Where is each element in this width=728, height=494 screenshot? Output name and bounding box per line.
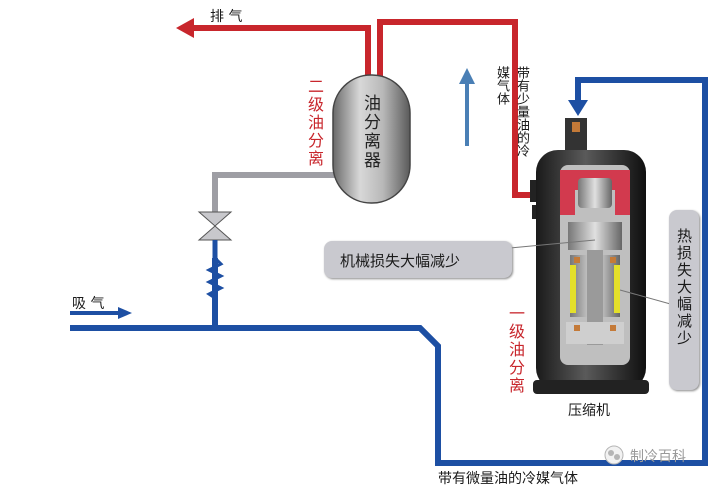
mechanical-loss-callout: 机械损失大幅减少 [324, 241, 512, 278]
watermark-text: 制冷百科 [630, 449, 686, 465]
capillary-coil [205, 256, 225, 300]
oil-return-line [212, 172, 353, 215]
callout-pointers [509, 239, 675, 306]
suction-return-arrow [568, 100, 588, 116]
gas-with-little-oil-label: 带有少量油的冷媒气体 [494, 66, 529, 157]
suction-label: 吸 气 [72, 296, 105, 312]
oil-separator-vessel [332, 74, 411, 204]
compressor-label: 压缩机 [568, 403, 610, 419]
oil-separator-label: 油分离器 [360, 94, 380, 170]
suction-line [70, 77, 708, 466]
oil-return-valve [197, 211, 233, 258]
primary-oil-separation-label: 一级油分离 [506, 305, 525, 395]
heat-loss-label: 热损失大幅减少 [675, 228, 693, 347]
flow-up-arrow [459, 68, 475, 146]
exhaust-label: 排 气 [210, 9, 243, 25]
suction-inlet-arrow [70, 307, 132, 319]
gas-with-trace-oil-label: 带有微量油的冷媒气体 [438, 471, 578, 487]
heat-loss-callout: 热损失大幅减少 [669, 210, 699, 390]
discharge-line [190, 19, 535, 198]
exhaust-arrow [176, 18, 194, 38]
secondary-oil-separation-label: 二级油分离 [305, 78, 324, 168]
compressor [530, 118, 649, 394]
mechanical-loss-label: 机械损失大幅减少 [340, 252, 461, 270]
watermark-icon [604, 445, 624, 465]
